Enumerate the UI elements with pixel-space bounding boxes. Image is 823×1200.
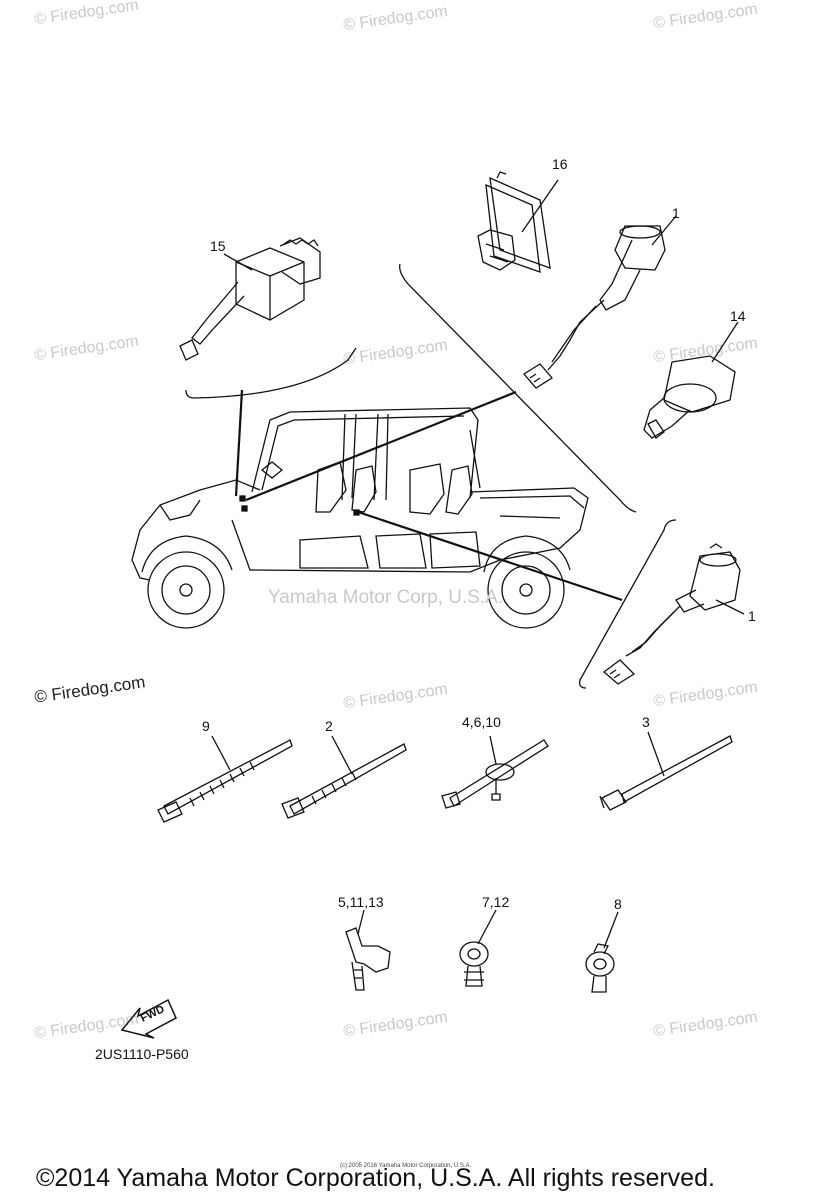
leader-line xyxy=(331,735,353,775)
leader-line xyxy=(489,735,497,765)
leader-line xyxy=(477,909,497,945)
part-code: 2US1110-P560 xyxy=(95,1046,189,1062)
leader-line xyxy=(234,389,244,497)
part-5-11-13-clip xyxy=(345,927,391,991)
callout-9: 9 xyxy=(202,718,210,734)
leader-line xyxy=(357,510,623,602)
leader-line xyxy=(211,735,231,771)
leader-line xyxy=(521,179,559,233)
tiny-copyright: (c) 2005 2016 Yamaha Motor Corporation, … xyxy=(340,1163,472,1169)
callout-1: 1 xyxy=(672,205,680,221)
part-2-cable-tie xyxy=(281,743,407,819)
callout-3: 3 xyxy=(642,714,650,730)
part-15-knob-switch xyxy=(179,237,321,361)
part-1-socket-bottom xyxy=(602,543,741,685)
bracket-line xyxy=(578,519,677,689)
callout-1: 1 xyxy=(748,608,756,624)
copyright-footer: ©2014 Yamaha Motor Corporation, U.S.A. A… xyxy=(36,1164,715,1192)
part-1-socket-top xyxy=(523,225,666,389)
leader-line xyxy=(245,390,517,502)
leader-line xyxy=(357,909,365,935)
leader-line xyxy=(223,253,253,271)
callout-15: 15 xyxy=(210,238,226,254)
callout-7-12: 7,12 xyxy=(482,894,510,910)
callout-4-6-10: 4,6,10 xyxy=(462,714,501,730)
leader-line xyxy=(715,599,745,615)
leader-line xyxy=(711,321,739,363)
bracket-line xyxy=(185,347,357,399)
part-16-switch-panel xyxy=(477,171,551,273)
callout-16: 16 xyxy=(552,156,568,172)
part-4-6-10-cable-tie-clamp xyxy=(441,739,549,809)
leader-line xyxy=(603,911,619,949)
part-8-clip xyxy=(585,943,615,993)
part-3-cable-tie xyxy=(599,735,733,811)
callout-5-11-13: 5,11,13 xyxy=(338,894,384,910)
leader-line xyxy=(647,731,665,777)
callout-2: 2 xyxy=(325,718,333,734)
part-7-12-clip xyxy=(459,941,489,987)
yamaha-watermark: Yamaha Motor Corp, U.S.A. xyxy=(268,587,504,608)
part-9-cable-tie xyxy=(157,739,293,823)
leader-line xyxy=(651,215,677,246)
callout-8: 8 xyxy=(614,896,622,912)
part-14-switch xyxy=(643,355,736,439)
callout-14: 14 xyxy=(730,308,746,324)
fwd-arrow-icon xyxy=(120,998,177,1039)
